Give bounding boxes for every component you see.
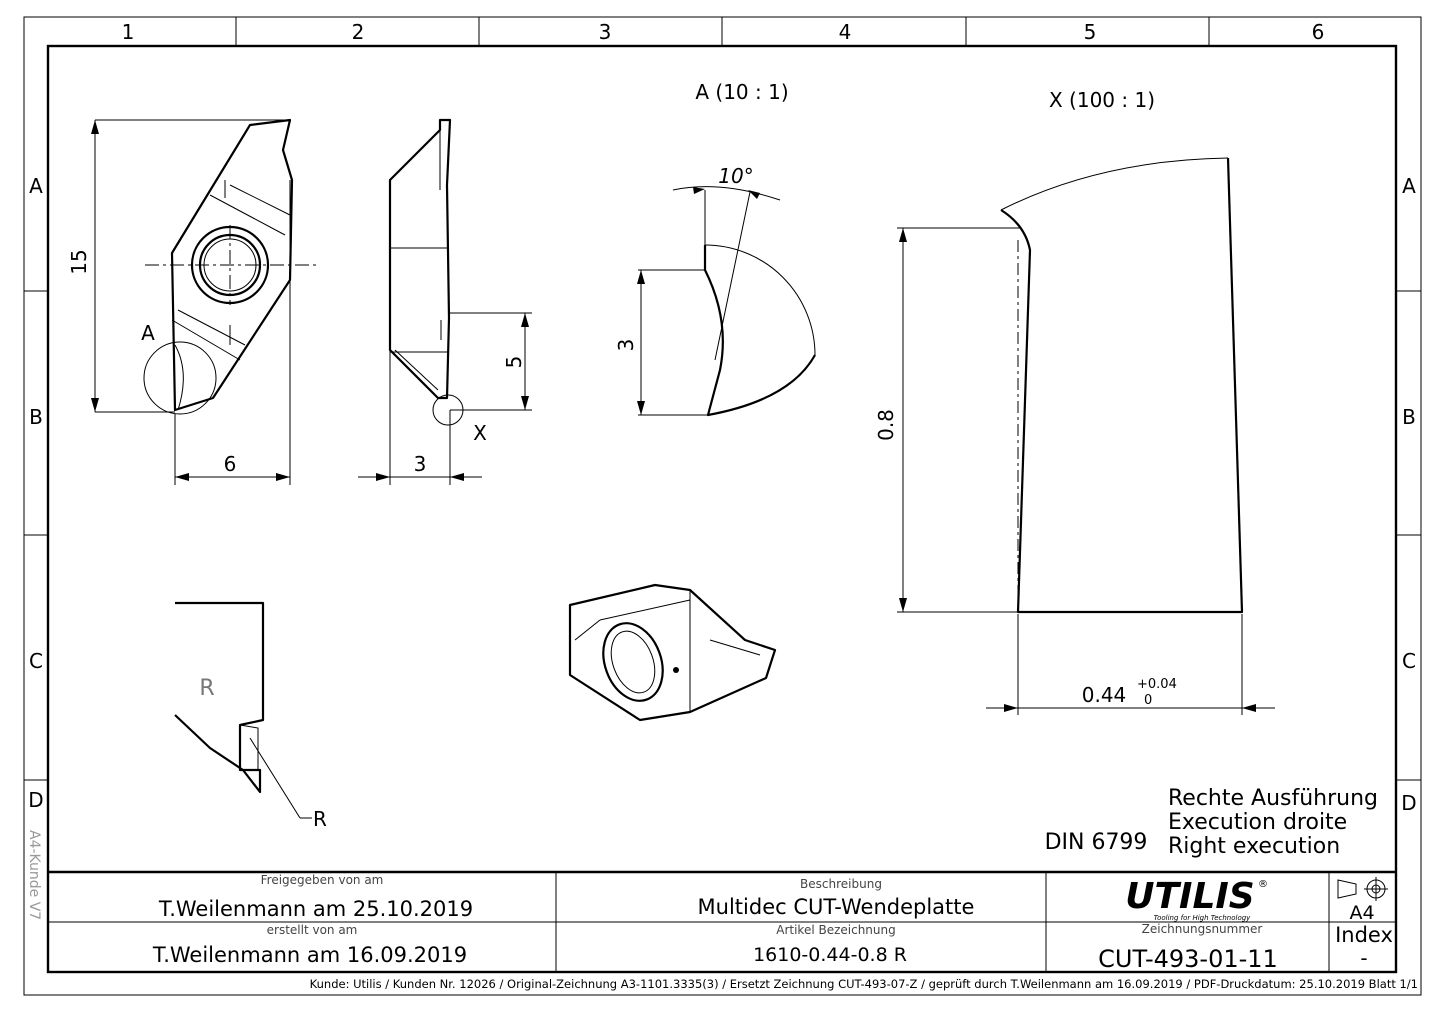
- created-label: erstellt von am: [267, 923, 358, 937]
- row-label: A: [1402, 174, 1416, 198]
- article-value: 1610-0.44-0.8 R: [753, 944, 907, 966]
- tolerance-lower: 0: [1144, 693, 1152, 708]
- view-x-marker: X: [473, 421, 487, 445]
- execution-fr: Execution droite: [1168, 810, 1347, 835]
- row-label: A: [29, 174, 43, 198]
- col-label: 4: [839, 20, 852, 44]
- format-label: A4: [1349, 902, 1374, 924]
- r-view: [174, 601, 312, 819]
- description-value: Multidec CUT-Wendeplatte: [698, 895, 975, 919]
- side-view: [358, 118, 532, 485]
- drawing-number-value: CUT-493-01-11: [1098, 945, 1278, 973]
- col-label: 6: [1312, 20, 1325, 44]
- r-callout: R: [313, 807, 327, 831]
- description-label: Beschreibung: [800, 877, 882, 891]
- execution-de: Rechte Ausführung: [1168, 786, 1378, 811]
- detail-a-view: [637, 186, 816, 417]
- row-label: B: [1402, 405, 1416, 429]
- detail-x-dim-0.8: 0.8: [874, 409, 898, 441]
- column-labels: 1 2 3 4 5 6: [122, 20, 1325, 44]
- row-label: D: [1401, 791, 1416, 815]
- col-label: 1: [122, 20, 135, 44]
- detail-x-view: [897, 157, 1275, 715]
- row-label: D: [28, 788, 43, 812]
- row-label: C: [1402, 649, 1416, 673]
- side-label: A4-Kunde V7: [26, 830, 42, 920]
- drawing-number-label: Zeichnungsnummer: [1142, 922, 1263, 936]
- detail-a-dim-3: 3: [614, 339, 638, 352]
- registered-mark: ®: [1258, 879, 1268, 890]
- title-block: [48, 870, 1396, 972]
- created-value: T.Weilenmann am 16.09.2019: [152, 943, 467, 967]
- col-label: 5: [1084, 20, 1097, 44]
- col-label: 3: [599, 20, 612, 44]
- view-a-marker: A: [141, 321, 155, 345]
- released-value: T.Weilenmann am 25.10.2019: [158, 897, 473, 921]
- projection-symbol-icon: [1337, 877, 1388, 901]
- index-label: Index: [1335, 923, 1393, 947]
- utilis-logo: UTILIS: [1125, 876, 1254, 917]
- brand-tagline: Tooling for High Technology: [1154, 914, 1252, 922]
- detail-x-title: X (100 : 1): [1049, 88, 1155, 112]
- row-label: C: [29, 649, 43, 673]
- isometric-view: [568, 583, 777, 722]
- execution-en: Right execution: [1168, 834, 1340, 859]
- dim-15: 15: [67, 249, 91, 274]
- tolerance-upper: +0.04: [1137, 677, 1177, 692]
- column-dividers: [24, 17, 1421, 781]
- footer-line: Kunde: Utilis / Kunden Nr. 12026 / Origi…: [310, 977, 1418, 991]
- released-label: Freigegeben von am: [261, 873, 384, 887]
- article-label: Artikel Bezeichnung: [776, 923, 896, 937]
- col-label: 2: [352, 20, 365, 44]
- row-label: B: [29, 405, 43, 429]
- front-view: [91, 118, 318, 485]
- dim-5: 5: [502, 356, 526, 369]
- dim-6: 6: [224, 452, 237, 476]
- din-note: DIN 6799: [1045, 830, 1148, 855]
- index-value: -: [1360, 946, 1367, 970]
- r-engraving: R: [199, 676, 214, 701]
- detail-a-title: A (10 : 1): [695, 80, 788, 104]
- dim-angle-10: 10°: [718, 164, 753, 188]
- row-labels: A B C D A B C D: [28, 174, 1416, 815]
- detail-x-dim-0.44: 0.44: [1082, 683, 1127, 707]
- dim-3: 3: [414, 452, 427, 476]
